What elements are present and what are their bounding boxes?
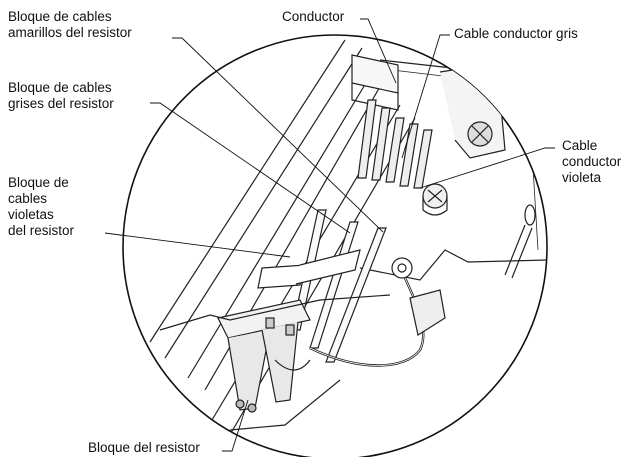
leader-yellow-block bbox=[172, 37, 384, 233]
label-conductor: Conductor bbox=[282, 9, 345, 24]
leader-conductor bbox=[360, 18, 397, 84]
label-resistor-block: Bloque del resistor bbox=[88, 440, 200, 455]
label-gray-resistor-block: Bloque de cables grises del resistor bbox=[8, 80, 114, 111]
resistor-block bbox=[217, 299, 311, 413]
leader-violet-wire bbox=[419, 147, 555, 189]
leader-violet-block bbox=[104, 232, 291, 258]
label-violet-resistor-block: Bloque de cables violetas del resistor bbox=[8, 175, 75, 238]
leader-gray-wire bbox=[401, 34, 450, 159]
label-violet-conductor-wire: Cable conductor violeta bbox=[562, 138, 622, 185]
terminal-posts bbox=[357, 99, 433, 189]
appliance-drawing bbox=[149, 39, 547, 439]
label-gray-conductor-wire: Cable conductor gris bbox=[454, 26, 578, 41]
leader-resistor-block bbox=[222, 399, 249, 452]
label-yellow-resistor-block: Bloque de cables amarillos del resistor bbox=[8, 9, 132, 40]
leader-lines bbox=[104, 18, 555, 452]
ground-wire bbox=[309, 257, 446, 367]
leader-gray-block bbox=[150, 102, 351, 234]
